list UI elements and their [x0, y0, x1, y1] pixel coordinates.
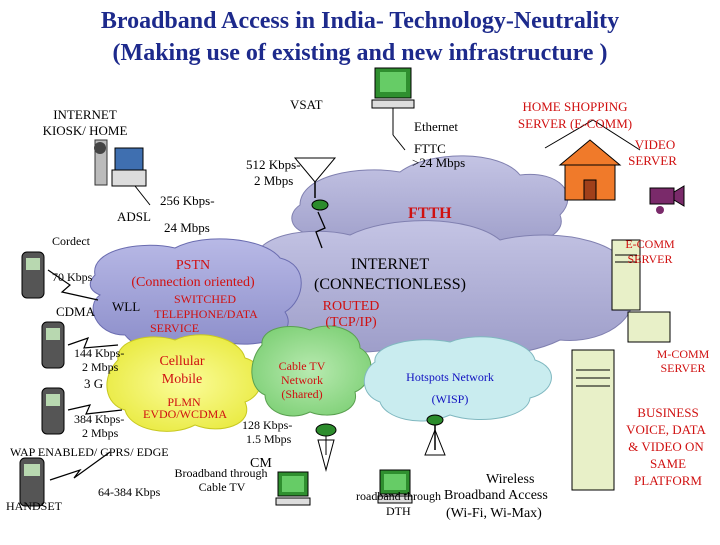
server-tower-icon — [611, 239, 671, 343]
computer-icon — [275, 471, 311, 506]
hotspots-cloud — [363, 336, 552, 422]
pstn-label-line-1: PSTN — [175, 258, 211, 273]
bb-dth-label-line-2: DTH — [386, 504, 411, 518]
business-label-line-4: SAME — [649, 456, 687, 471]
vsat-speed-line-1: 512 Kbps- — [246, 157, 301, 172]
title-line-2: (Making use of existing and new infrastr… — [112, 40, 608, 66]
cable-speed-line-1: 128 Kbps- — [242, 418, 293, 432]
cellular-label-line-1: Cellular — [159, 354, 205, 369]
mobile-phone-icon — [19, 457, 45, 507]
cabletv-label-line-2: Network — [281, 373, 323, 387]
cordect-label: Cordect — [52, 234, 90, 248]
routed-label-line-2: (TCP/IP) — [325, 315, 377, 330]
computer-icon — [371, 67, 415, 151]
routed-label-line-1: ROUTED — [322, 299, 380, 314]
cabletv-label-line-3: (Shared) — [281, 387, 323, 401]
wireless-label: Wireless — [486, 472, 535, 487]
home-shopping-label-line-2: SERVER (E-COMM) — [517, 116, 633, 131]
plmn-label-line-1: PLMN — [167, 395, 201, 409]
handset-speed-label: 64-384 Kbps — [98, 485, 161, 499]
switched-label-line-2: TELEPHONE/DATA — [154, 307, 258, 321]
hotspots-label: Hotspots Network — [406, 370, 494, 384]
video-server-label-line-1: VIDEO — [634, 137, 676, 152]
adsl-speed-line-2: 24 Mbps — [164, 220, 210, 235]
video-server-label-line-2: SERVER — [628, 153, 677, 168]
cellular-cloud — [106, 334, 263, 432]
bb-access-label-line-2: (Wi-Fi, Wi-Max) — [446, 506, 542, 521]
home-shopping-label-line-1: HOME SHOPPING — [522, 99, 628, 114]
pstn-label-line-2: (Connection oriented) — [131, 275, 255, 290]
adsl-label: ADSL — [117, 209, 151, 224]
internet-label-line-1: INTERNET — [350, 256, 430, 273]
cdma-speed-line-1: 144 Kbps- — [74, 346, 125, 360]
ftth-label: FTTH — [408, 205, 452, 222]
title-line-1: Broadband Access in India- Technology-Ne… — [100, 8, 620, 34]
switched-label-line-3: SERVICE — [150, 321, 200, 335]
cdma-label: CDMA — [56, 304, 96, 319]
threeg-speed-line-2: 2 Mbps — [82, 426, 119, 440]
business-server-icon — [571, 349, 615, 491]
cm-label: CM — [250, 456, 272, 471]
person-icon — [94, 139, 151, 206]
wll-label: WLL — [112, 299, 141, 314]
bb-dth-label-line-1: roadband through — [356, 489, 441, 503]
wisp-label: (WISP) — [431, 392, 469, 406]
cellular-label-line-2: Mobile — [161, 372, 203, 387]
adsl-speed-line-1: 256 Kbps- — [160, 193, 215, 208]
antenna-icon — [315, 423, 337, 472]
video-camera-icon — [649, 185, 685, 214]
handset-label: HANDSET — [6, 499, 62, 513]
fttc-label-line-2: >24 Mbps — [412, 155, 466, 170]
lightning-link-icon — [47, 269, 123, 481]
cabletv-label-line-1: Cable TV — [278, 359, 326, 373]
kiosk-label-line-1: INTERNET — [53, 107, 117, 122]
business-label-line-2: VOICE, DATA — [626, 422, 706, 437]
plmn-label-line-2: EVDO/WCDMA — [143, 407, 227, 421]
threeg-speed-line-1: 384 Kbps- — [74, 412, 125, 426]
computer-icon — [377, 469, 413, 504]
ecomm-server-label-line-1: E-COMM — [625, 237, 675, 251]
bb-cable-label-line-1: Broadband through — [174, 466, 268, 480]
vsat-label: VSAT — [290, 97, 323, 112]
switched-label-line-1: SWITCHED — [174, 292, 236, 306]
cable-speed-line-2: 1.5 Mbps — [246, 432, 292, 446]
mobile-phone-icon — [41, 321, 65, 369]
vsat-dish-icon — [293, 157, 337, 249]
mcomm-label-line-1: M-COMM — [656, 347, 710, 361]
vsat-speed-line-2: 2 Mbps — [254, 173, 294, 188]
ethernet-label: Ethernet — [414, 119, 459, 134]
cdma-speed-line-2: 2 Mbps — [82, 360, 119, 374]
internet-label-line-2: (CONNECTIONLESS) — [314, 276, 466, 293]
business-label-line-1: BUSINESS — [637, 405, 699, 420]
house-icon — [544, 119, 641, 201]
three-g-label: 3 G — [84, 376, 104, 391]
business-label-line-3: & VIDEO ON — [628, 439, 704, 454]
cordect-speed-label: 70 Kbps — [52, 270, 93, 284]
antenna-icon — [424, 414, 446, 456]
ecomm-server-label-line-2: SERVER — [627, 252, 673, 266]
mobile-phone-icon — [41, 387, 65, 435]
mobile-phone-icon — [21, 251, 45, 299]
bb-cable-label-line-2: Cable TV — [198, 480, 246, 494]
mcomm-label-line-2: SERVER — [660, 361, 706, 375]
bb-access-label-line-1: Broadband Access — [444, 488, 548, 503]
wap-label: WAP ENABLED/ GPRS/ EDGE — [10, 445, 169, 459]
fttc-label-line-1: FTTC — [414, 141, 446, 156]
business-label-line-5: PLATFORM — [634, 473, 702, 488]
kiosk-label-line-2: KIOSK/ HOME — [42, 123, 128, 138]
cable-tv-cloud — [251, 325, 372, 417]
